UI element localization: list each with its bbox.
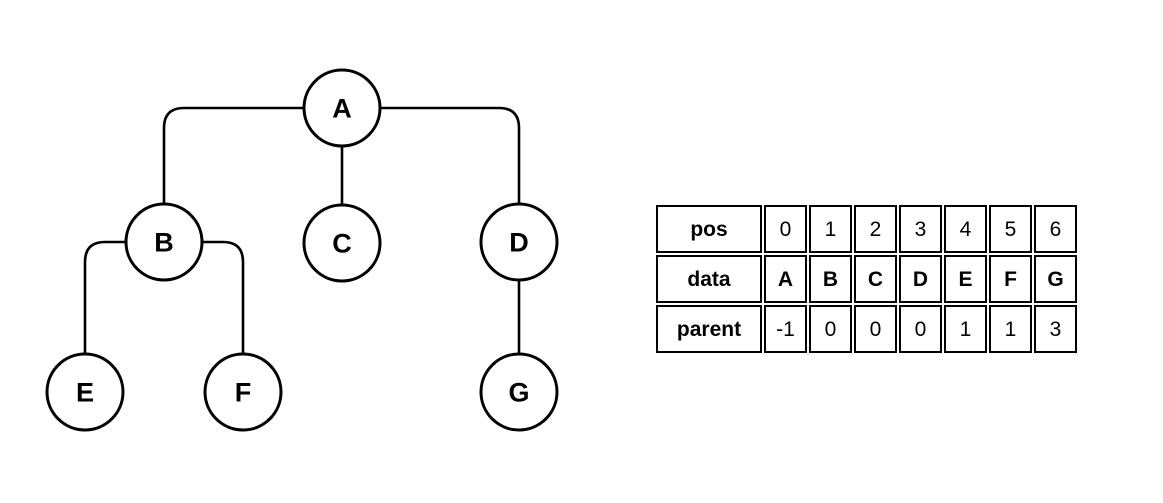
tree-edge-A-B bbox=[162, 106, 304, 204]
tree-edge-A-D bbox=[380, 106, 521, 204]
table-cell: 1 bbox=[989, 305, 1032, 353]
table-cell: 1 bbox=[809, 205, 852, 253]
tree-node-label-G: G bbox=[508, 378, 529, 408]
row-header-data: data bbox=[656, 255, 762, 303]
table-cell: D bbox=[899, 255, 942, 303]
tree-node-B bbox=[124, 202, 204, 282]
table-cell: A bbox=[764, 255, 807, 303]
tree-node-A bbox=[302, 68, 382, 148]
tree-node-label-B: B bbox=[154, 228, 174, 258]
table-cell: -1 bbox=[764, 305, 807, 353]
tree-node-E bbox=[45, 352, 125, 432]
table-cell: 0 bbox=[764, 205, 807, 253]
tree-node-label-C: C bbox=[332, 229, 352, 259]
table-row-data: data A B C D E F G bbox=[656, 255, 1077, 303]
tree-node-label-F: F bbox=[235, 378, 252, 408]
tree-node-G bbox=[479, 352, 559, 432]
table-cell: F bbox=[989, 255, 1032, 303]
tree-node-label-A: A bbox=[332, 94, 352, 124]
table-row-pos: pos 0 1 2 3 4 5 6 bbox=[656, 205, 1077, 253]
tree-diagram: A B C D E F G bbox=[45, 68, 559, 432]
table-cell: 3 bbox=[899, 205, 942, 253]
tree-edge-B-E bbox=[83, 240, 126, 354]
table-cell: 0 bbox=[809, 305, 852, 353]
parent-array-table-wrap: pos 0 1 2 3 4 5 6 data A B C D E F G par… bbox=[654, 203, 1079, 355]
table-cell: B bbox=[809, 255, 852, 303]
table-cell: 0 bbox=[854, 305, 897, 353]
tree-edge-B-F bbox=[202, 240, 245, 354]
table-cell: C bbox=[854, 255, 897, 303]
table-cell: E bbox=[944, 255, 987, 303]
tree-node-C bbox=[302, 203, 382, 283]
tree-node-D bbox=[479, 202, 559, 282]
table-cell: 3 bbox=[1034, 305, 1077, 353]
parent-array-table: pos 0 1 2 3 4 5 6 data A B C D E F G par… bbox=[654, 203, 1079, 355]
table-cell: 4 bbox=[944, 205, 987, 253]
table-cell: 5 bbox=[989, 205, 1032, 253]
row-header-parent: parent bbox=[656, 305, 762, 353]
table-row-parent: parent -1 0 0 0 1 1 3 bbox=[656, 305, 1077, 353]
tree-node-label-E: E bbox=[76, 378, 94, 408]
tree-node-F bbox=[203, 352, 283, 432]
tree-node-label-D: D bbox=[509, 228, 529, 258]
table-cell: 6 bbox=[1034, 205, 1077, 253]
row-header-pos: pos bbox=[656, 205, 762, 253]
table-cell: 1 bbox=[944, 305, 987, 353]
table-cell: 2 bbox=[854, 205, 897, 253]
table-cell: 0 bbox=[899, 305, 942, 353]
table-cell: G bbox=[1034, 255, 1077, 303]
